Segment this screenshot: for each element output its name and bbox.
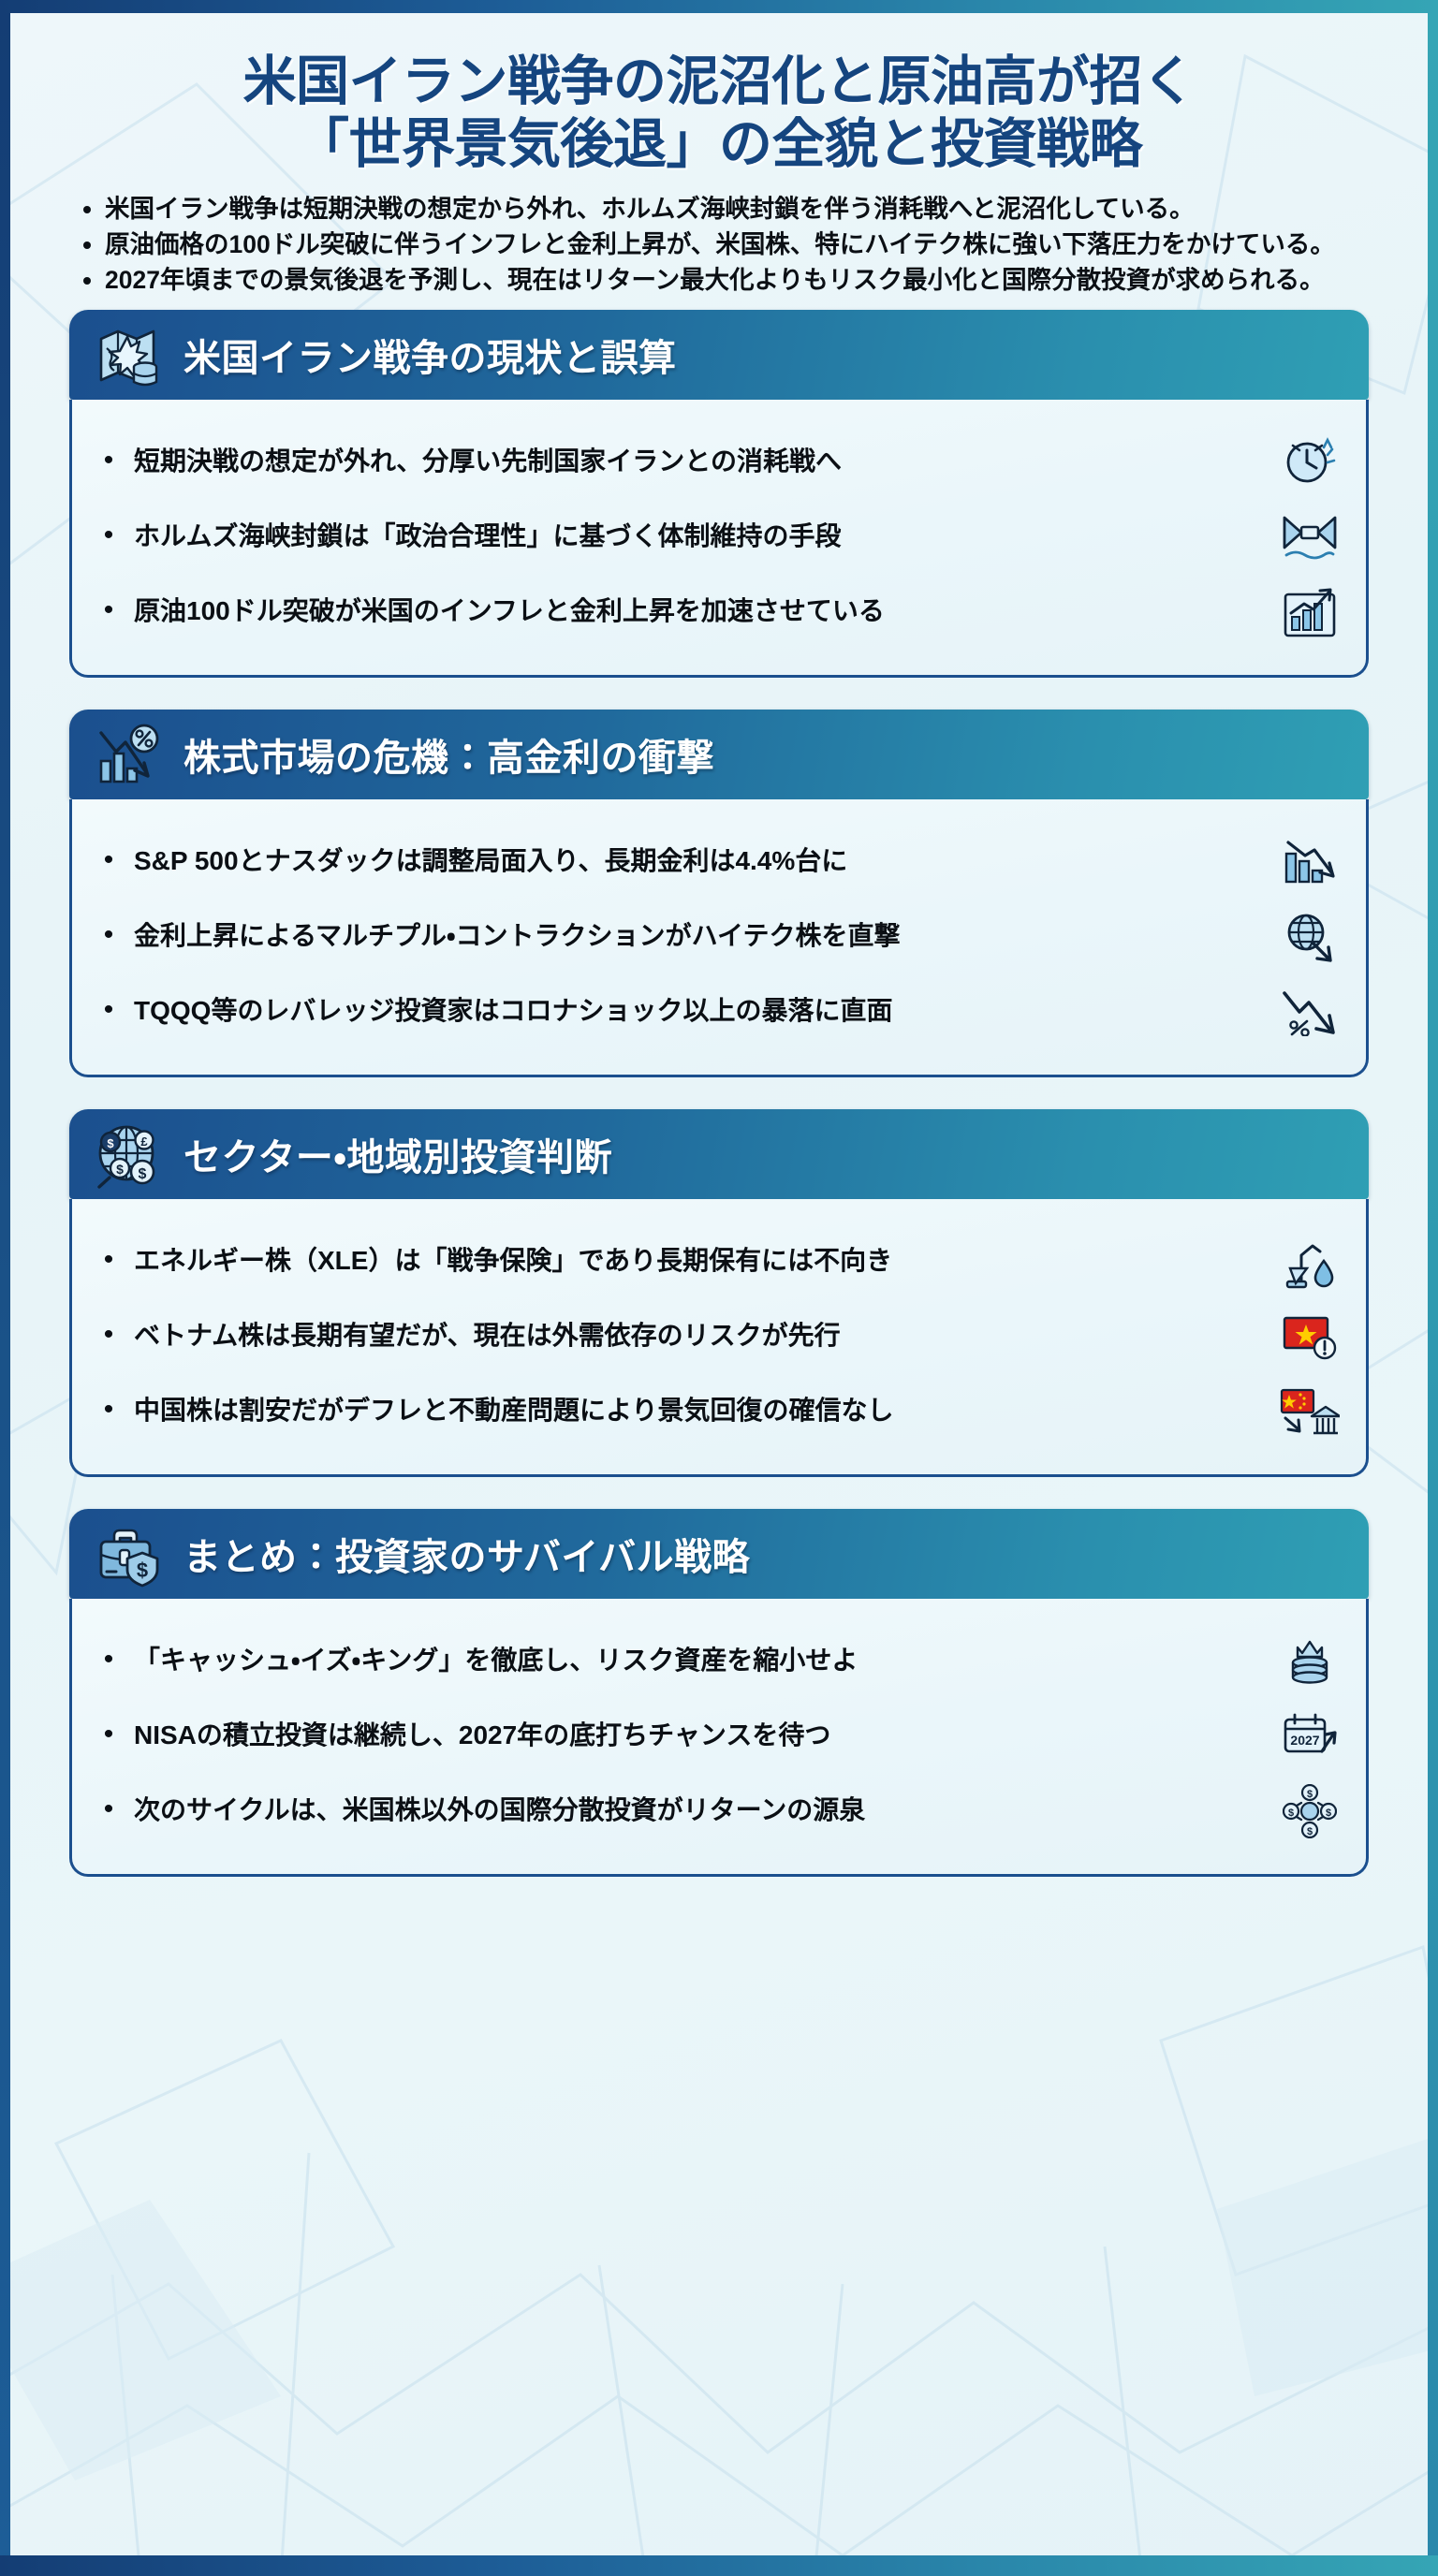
svg-text:$: $: [139, 1166, 147, 1182]
list-item: • ベトナム株は長期有望だが、現在は外需依存のリスクが先行: [93, 1302, 1345, 1371]
content-column: 米国イラン戦争の泥沼化と原油高が招く 「世界景気後退」の全貌と投資戦略 米国イラ…: [0, 0, 1438, 1877]
list-item: • 次のサイクルは、米国株以外の国際分散投資がリターンの源泉 $ $ $ $: [93, 1777, 1345, 1846]
section-card-war-status: 米国イラン戦争の現状と誤算 • 短期決戦の想定が外れ、分厚い先制国家イランとの消…: [69, 309, 1369, 678]
section-heading-sector-region: セクター・地域別投資判断: [183, 1136, 612, 1178]
list-item-text: 「キャッシュ・イズ・キング」を徹底し、リスク資産を縮小せよ: [134, 1646, 858, 1676]
list-item-text: 金利上昇によるマルチプル・コントラクションがハイテク株を直撃: [134, 921, 901, 951]
strait-blockade-icon: [1274, 506, 1345, 568]
list-item: • 原油100ドル突破が米国のインフレと金利上昇を加速させている: [93, 578, 1345, 647]
vietnam-flag-warning-icon: [1274, 1306, 1345, 1368]
svg-text:$: $: [1307, 1826, 1313, 1837]
list-item-text: 次のサイクルは、米国株以外の国際分散投資がリターンの源泉: [134, 1795, 866, 1825]
section-body-war-status: • 短期決戦の想定が外れ、分厚い先制国家イランとの消耗戦へ • ホルムズ海峡封鎖…: [69, 399, 1369, 678]
frame-bar-left: [0, 13, 10, 2555]
svg-text:$: $: [1326, 1808, 1331, 1819]
section-header-stock-crisis: 株式市場の危機：高金利の衝撃: [69, 709, 1369, 799]
oil-pump-drop-icon: [1274, 1231, 1345, 1293]
list-item-text: 中国株は割安だがデフレと不動産問題により景気回復の確信なし: [134, 1396, 894, 1426]
intro-bullet-item: 米国イラン戦争は短期決戦の想定から外れ、ホルムズ海峡封鎖を伴う消耗戦へと泥沼化し…: [105, 192, 1395, 226]
list-item-text: 原油100ドル突破が米国のインフレと金利上昇を加速させている: [134, 596, 885, 626]
section-card-sector-region: $ £ $ $ セクター・地域別投資判断 • エネルギー株（XLE）は「戦争保険: [69, 1108, 1369, 1477]
section-body-summary-strategy: • 「キャッシュ・イズ・キング」を徹底し、リスク資産を縮小せよ •: [69, 1598, 1369, 1877]
calendar-year-label: 2027: [1290, 1733, 1319, 1748]
page-title-line-2: 「世界景気後退」の全貌と投資戦略: [296, 114, 1143, 175]
map-explosion-oilbarrel-icon: [94, 320, 163, 389]
bullet-marker: •: [103, 843, 114, 875]
globe-currency-magnifier-icon: $ £ $ $: [94, 1120, 163, 1189]
section-card-summary-strategy: $ まとめ：投資家のサバイバル戦略 • 「キャッシュ・イズ・キング」を徹底し、リ…: [69, 1508, 1369, 1877]
intro-bullet-list: 米国イラン戦争は短期決戦の想定から外れ、ホルムズ海峡封鎖を伴う消耗戦へと泥沼化し…: [71, 192, 1395, 297]
diversified-coins-cycle-icon: $ $ $ $: [1274, 1780, 1345, 1842]
list-item-text: 短期決戦の想定が外れ、分厚い先制国家イランとの消耗戦へ: [134, 446, 843, 476]
svg-text:$: $: [116, 1162, 124, 1177]
clock-warning-icon: [1274, 432, 1345, 493]
svg-text:$: $: [107, 1136, 114, 1150]
frame-bar-bottom: [0, 2555, 1438, 2576]
section-header-sector-region: $ £ $ $ セクター・地域別投資判断: [69, 1108, 1369, 1199]
list-item: • TQQQ等のレバレッジ投資家はコロナショック以上の暴落に直面: [93, 977, 1345, 1046]
calendar-2027-rebound-icon: 2027: [1274, 1705, 1345, 1767]
section-heading-summary-strategy: まとめ：投資家のサバイバル戦略: [183, 1536, 751, 1578]
globe-down-arrow-icon: [1274, 906, 1345, 968]
frame-bar-right: [1428, 13, 1438, 2555]
svg-text:$: $: [1307, 1789, 1313, 1800]
bullet-marker: •: [103, 444, 114, 476]
bullet-marker: •: [103, 1243, 114, 1275]
list-item-text: ホルムズ海峡封鎖は「政治合理性」に基づく体制維持の手段: [134, 521, 842, 551]
list-item: • エネルギー株（XLE）は「戦争保険」であり長期保有には不向き: [93, 1227, 1345, 1296]
list-item: • 金利上昇によるマルチプル・コントラクションがハイテク株を直撃: [93, 902, 1345, 972]
declining-bar-chart-icon: [1274, 831, 1345, 893]
page-title: 米国イラン戦争の泥沼化と原油高が招く 「世界景気後退」の全貌と投資戦略: [43, 51, 1395, 177]
frame-bar-top: [0, 0, 1438, 13]
section-header-summary-strategy: $ まとめ：投資家のサバイバル戦略: [69, 1508, 1369, 1599]
bullet-marker: •: [103, 519, 114, 550]
bullet-marker: •: [103, 593, 114, 625]
list-item-text: S&P 500とナスダックは調整局面入り、長期金利は4.4%台に: [134, 846, 848, 876]
svg-text:£: £: [140, 1134, 148, 1149]
section-body-sector-region: • エネルギー株（XLE）は「戦争保険」であり長期保有には不向き • ベトナム株…: [69, 1198, 1369, 1477]
list-item: • NISAの積立投資は継続し、2027年の底打ちチャンスを待つ 2027: [93, 1702, 1345, 1771]
bullet-marker: •: [103, 918, 114, 950]
bullet-marker: •: [103, 1793, 114, 1824]
china-flag-decline-icon: [1274, 1381, 1345, 1442]
bullet-marker: •: [103, 993, 114, 1025]
svg-text:$: $: [1288, 1808, 1294, 1819]
list-item-text: NISAの積立投資は継続し、2027年の底打ちチャンスを待つ: [134, 1720, 831, 1750]
section-heading-stock-crisis: 株式市場の危機：高金利の衝撃: [183, 737, 714, 779]
falling-chart-percent-icon: [94, 720, 163, 789]
section-header-war-status: 米国イラン戦争の現状と誤算: [69, 309, 1369, 400]
bullet-marker: •: [103, 1643, 114, 1675]
svg-text:$: $: [137, 1559, 148, 1582]
intro-bullet-item: 原油価格の100ドル突破に伴うインフレと金利上昇が、米国株、特にハイテク株に強い…: [105, 227, 1395, 261]
list-item-text: エネルギー株（XLE）は「戦争保険」であり長期保有には不向き: [134, 1246, 893, 1276]
steep-drop-percent-icon: [1274, 981, 1345, 1043]
bullet-marker: •: [103, 1718, 114, 1749]
list-item: • ホルムズ海峡封鎖は「政治合理性」に基づく体制維持の手段: [93, 503, 1345, 572]
section-body-stock-crisis: • S&P 500とナスダックは調整局面入り、長期金利は4.4%台に •: [69, 798, 1369, 1077]
list-item-text: TQQQ等のレバレッジ投資家はコロナショック以上の暴落に直面: [134, 996, 893, 1026]
briefcase-shield-dollar-icon: $: [94, 1519, 163, 1588]
section-card-stock-crisis: 株式市場の危機：高金利の衝撃 • S&P 500とナスダックは調整局面入り、長期…: [69, 709, 1369, 1077]
bullet-marker: •: [103, 1393, 114, 1425]
list-item: • 短期決戦の想定が外れ、分厚い先制国家イランとの消耗戦へ: [93, 428, 1345, 497]
intro-bullet-item: 2027年頃までの景気後退を予測し、現在はリターン最大化よりもリスク最小化と国際…: [105, 263, 1395, 297]
section-heading-war-status: 米国イラン戦争の現状と誤算: [183, 337, 677, 379]
list-item: • 中国株は割安だがデフレと不動産問題により景気回復の確信なし: [93, 1377, 1345, 1446]
page-title-line-1: 米国イラン戦争の泥沼化と原油高が招く: [242, 51, 1196, 111]
bullet-marker: •: [103, 1318, 114, 1350]
list-item: • 「キャッシュ・イズ・キング」を徹底し、リスク資産を縮小せよ: [93, 1627, 1345, 1696]
list-item: • S&P 500とナスダックは調整局面入り、長期金利は4.4%台に: [93, 827, 1345, 897]
list-item-text: ベトナム株は長期有望だが、現在は外需依存のリスクが先行: [134, 1321, 841, 1351]
coin-stack-crown-icon: [1274, 1631, 1345, 1692]
rising-bar-chart-icon: [1274, 581, 1345, 643]
